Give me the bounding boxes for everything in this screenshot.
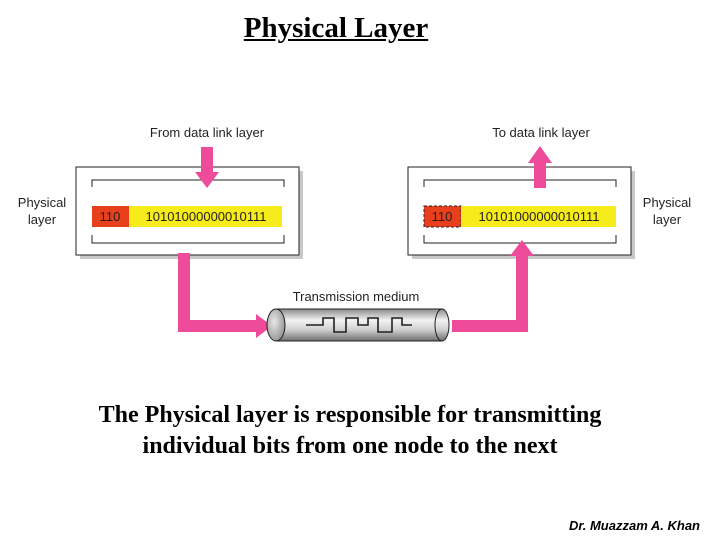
sender-data-unit: 110 10101000000010111 — [92, 206, 282, 227]
receiver-up-arrow — [528, 146, 552, 188]
receiver-bits-text: 10101000000010111 — [479, 209, 600, 224]
receiver-data-unit: 110 10101000000010111 — [423, 205, 616, 228]
slide-caption: The Physical layer is responsible for tr… — [20, 400, 680, 462]
sender-header-text: 110 — [100, 209, 121, 224]
transmission-medium-pipe — [266, 308, 450, 342]
sender-to-medium-arrow — [178, 253, 272, 338]
receiver-header-text: 110 — [432, 209, 453, 224]
caption-line-2: individual bits from one node to the nex… — [142, 433, 558, 459]
medium-label: Transmission medium — [293, 289, 420, 304]
sender-top-label: From data link layer — [150, 125, 265, 140]
author-credit: Dr. Muazzam A. Khan — [569, 518, 700, 533]
sender-header-cell — [92, 206, 129, 227]
sender-bits-cell — [129, 206, 282, 227]
signal-waveform — [306, 317, 412, 333]
sender-side-label-line1: Physical — [18, 195, 67, 210]
sender-down-arrow — [195, 147, 219, 188]
sender-side-label-line2: layer — [28, 212, 57, 227]
receiver-bits-cell — [461, 206, 616, 227]
receiver-side-label-line1: Physical — [643, 195, 692, 210]
receiver-side-label-line2: layer — [653, 212, 682, 227]
caption-line-1: The Physical layer is responsible for tr… — [98, 402, 602, 428]
sender-bits-text: 10101000000010111 — [146, 209, 267, 224]
slide-title: Physical Layer — [243, 12, 429, 44]
medium-to-receiver-arrow — [452, 240, 534, 332]
receiver-top-label: To data link layer — [492, 125, 590, 140]
